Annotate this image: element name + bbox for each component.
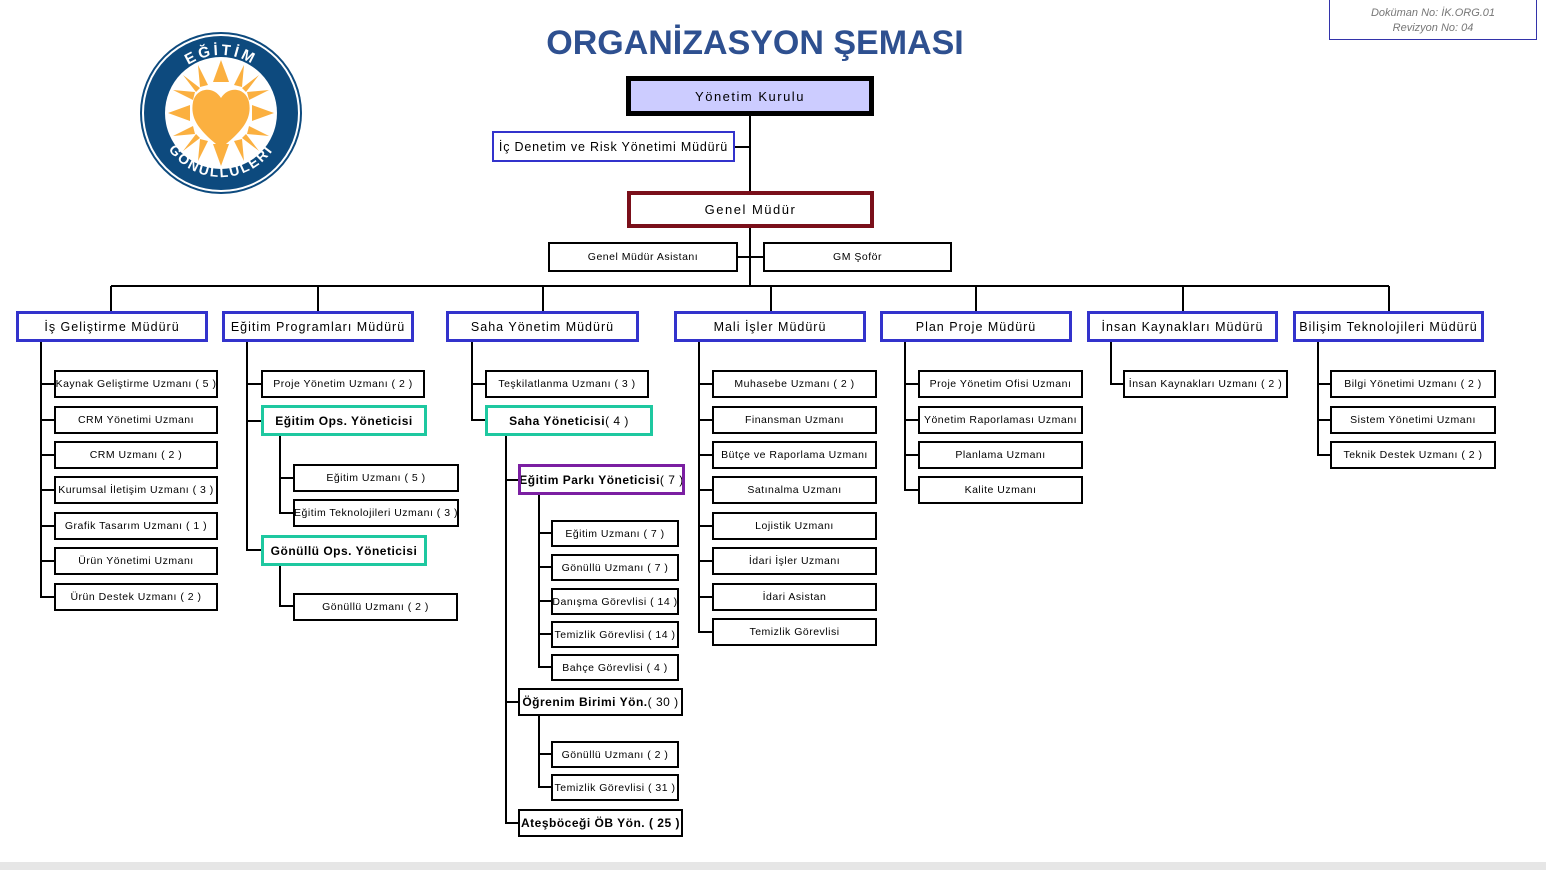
egitim-parki-label: Eğitim Parkı Yöneticisi xyxy=(519,472,660,487)
staff-box[interactable]: CRM Uzmanı ( 2 ) xyxy=(54,441,218,469)
egitim-parki-count: ( 7 ) xyxy=(659,472,684,487)
egitim-ops-manager-box[interactable]: Eğitim Ops. Yöneticisi xyxy=(261,405,427,436)
staff-box[interactable]: Ürün Destek Uzmanı ( 2 ) xyxy=(54,583,218,611)
ogrenim-birimi-label: Öğrenim Birimi Yön. xyxy=(522,695,648,709)
egitim-gonulluleri-logo: EĞİTİM GÖNÜLLÜLERİ xyxy=(140,32,302,194)
staff-box[interactable]: Danışma Görevlisi ( 14 ) xyxy=(551,588,679,615)
audit-manager-box[interactable]: İç Denetim ve Risk Yönetimi Müdürü xyxy=(492,131,735,162)
staff-box[interactable]: Proje Yönetim Ofisi Uzmanı xyxy=(918,370,1083,398)
staff-box[interactable]: Yönetim Raporlaması Uzmanı xyxy=(918,406,1083,434)
dept-is-gelistirme[interactable]: İş Geliştirme Müdürü xyxy=(16,311,208,342)
staff-box[interactable]: Kalite Uzmanı xyxy=(918,476,1083,504)
saha-manager-box[interactable]: Saha Yöneticisi ( 4 ) xyxy=(485,405,653,436)
staff-box[interactable]: Finansman Uzmanı xyxy=(712,406,877,434)
staff-box[interactable]: Bahçe Görevlisi ( 4 ) xyxy=(551,654,679,681)
staff-box[interactable]: İdari Asistan xyxy=(712,583,877,611)
dept-saha-yonetim[interactable]: Saha Yönetim Müdürü xyxy=(446,311,639,342)
dept-insan-kaynaklari[interactable]: İnsan Kaynakları Müdürü xyxy=(1087,311,1278,342)
ogrenim-birimi-count: ( 30 ) xyxy=(647,695,679,709)
document-info-box: Doküman No: İK.ORG.01 Revizyon No: 04 xyxy=(1329,0,1537,40)
staff-box[interactable]: Proje Yönetim Uzmanı ( 2 ) xyxy=(261,370,425,398)
staff-box[interactable]: Eğitim Teknolojileri Uzmanı ( 3 ) xyxy=(293,499,459,527)
staff-box[interactable]: Kurumsal İletişim Uzmanı ( 3 ) xyxy=(54,476,218,504)
sun-icon xyxy=(168,60,274,166)
page-title: ORGANİZASYON ŞEMASI xyxy=(546,24,964,62)
document-number: Doküman No: İK.ORG.01 xyxy=(1370,7,1496,19)
dept-bilisim-teknolojileri[interactable]: Bilişim Teknolojileri Müdürü xyxy=(1293,311,1484,342)
ogrenim-birimi-manager-box[interactable]: Öğrenim Birimi Yön. ( 30 ) xyxy=(518,688,683,716)
saha-manager-count: ( 4 ) xyxy=(605,413,629,428)
general-manager-box[interactable]: Genel Müdür xyxy=(627,191,874,228)
gm-driver-box[interactable]: GM Şoför xyxy=(763,242,952,272)
staff-box[interactable]: Sistem Yönetimi Uzmanı xyxy=(1330,406,1496,434)
staff-box[interactable]: Teknik Destek Uzmanı ( 2 ) xyxy=(1330,441,1496,469)
staff-box[interactable]: Temizlik Görevlisi xyxy=(712,618,877,646)
staff-box[interactable]: Temizlik Görevlisi ( 14 ) xyxy=(551,621,679,648)
gonullu-ops-manager-box[interactable]: Gönüllü Ops. Yöneticisi xyxy=(261,535,427,566)
bottom-bar xyxy=(0,862,1546,870)
staff-box[interactable]: Satınalma Uzmanı xyxy=(712,476,877,504)
staff-box[interactable]: Grafik Tasarım Uzmanı ( 1 ) xyxy=(54,512,218,540)
board-box[interactable]: Yönetim Kurulu xyxy=(626,76,874,116)
staff-box[interactable]: Ürün Yönetimi Uzmanı xyxy=(54,547,218,575)
staff-box[interactable]: Gönüllü Uzmanı ( 2 ) xyxy=(293,593,458,621)
staff-box[interactable]: Gönüllü Uzmanı ( 2 ) xyxy=(551,741,679,768)
staff-box[interactable]: İdari İşler Uzmanı xyxy=(712,547,877,575)
staff-box[interactable]: CRM Yönetimi Uzmanı xyxy=(54,406,218,434)
atesbocegi-manager-box[interactable]: Ateşböceği ÖB Yön. ( 25 ) xyxy=(518,809,683,837)
staff-box[interactable]: Bilgi Yönetimi Uzmanı ( 2 ) xyxy=(1330,370,1496,398)
staff-box[interactable]: Eğitim Uzmanı ( 7 ) xyxy=(551,520,679,547)
dept-egitim-programlari[interactable]: Eğitim Programları Müdürü xyxy=(222,311,414,342)
egitim-parki-manager-box[interactable]: Eğitim Parkı Yöneticisi ( 7 ) xyxy=(518,464,685,495)
dept-plan-proje[interactable]: Plan Proje Müdürü xyxy=(880,311,1072,342)
staff-box[interactable]: Eğitim Uzmanı ( 5 ) xyxy=(293,464,459,492)
staff-box[interactable]: İnsan Kaynakları Uzmanı ( 2 ) xyxy=(1123,370,1288,398)
gm-assistant-box[interactable]: Genel Müdür Asistanı xyxy=(548,242,738,272)
staff-box[interactable]: Temizlik Görevlisi ( 31 ) xyxy=(551,774,679,801)
staff-box[interactable]: Bütçe ve Raporlama Uzmanı xyxy=(712,441,877,469)
staff-box[interactable]: Kaynak Geliştirme Uzmanı ( 5 ) xyxy=(54,370,218,398)
dept-mali-isler[interactable]: Mali İşler Müdürü xyxy=(674,311,866,342)
staff-box[interactable]: Gönüllü Uzmanı ( 7 ) xyxy=(551,554,679,581)
staff-box[interactable]: Planlama Uzmanı xyxy=(918,441,1083,469)
staff-box[interactable]: Muhasebe Uzmanı ( 2 ) xyxy=(712,370,877,398)
saha-manager-label: Saha Yöneticisi xyxy=(509,413,606,428)
staff-box[interactable]: Lojistik Uzmanı xyxy=(712,512,877,540)
heart-icon xyxy=(192,89,250,148)
staff-box[interactable]: Teşkilatlanma Uzmanı ( 3 ) xyxy=(485,370,649,398)
revision-number: Revizyon No: 04 xyxy=(1392,22,1474,34)
